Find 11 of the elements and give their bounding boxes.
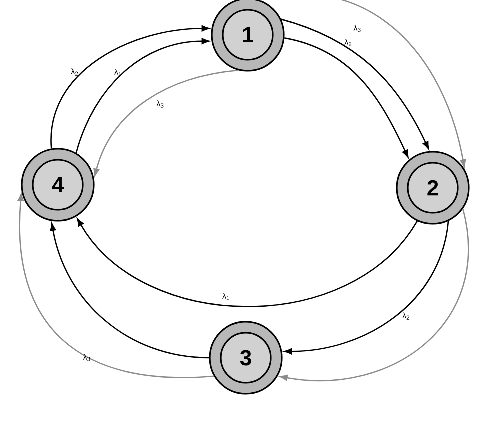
- arrow: [284, 221, 450, 355]
- arrow: [281, 18, 430, 150]
- arrow: [94, 70, 239, 176]
- arrow: [50, 26, 210, 149]
- arrow: [77, 218, 418, 308]
- arrow: [284, 38, 409, 158]
- arrow: [18, 194, 214, 378]
- arrow: [50, 223, 210, 359]
- arrow: [280, 208, 469, 382]
- arrow: [260, 0, 466, 168]
- arrow: [76, 38, 210, 154]
